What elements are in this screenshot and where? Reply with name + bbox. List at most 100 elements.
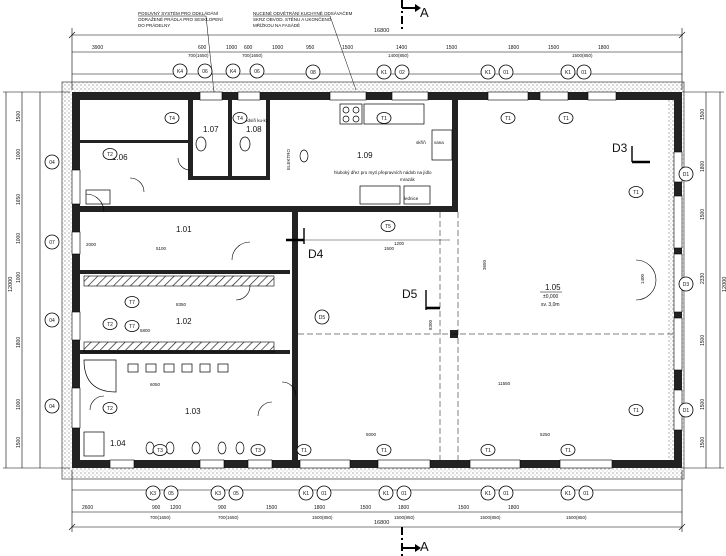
marker-box: T7 <box>124 296 140 308</box>
room-1-03: 1.03 <box>185 407 201 416</box>
room-1-04: 1.04 <box>110 439 126 448</box>
window-dim-bottom-1: 700(1650) <box>218 515 239 520</box>
marker-box: T1 <box>558 112 574 124</box>
dimension-bottom-4: 1500 <box>266 505 277 511</box>
dimension-overall-right: 12000 <box>682 91 726 469</box>
svg-text:T4: T4 <box>169 116 175 122</box>
svg-text:K3: K3 <box>215 491 221 497</box>
section-label-bottom: A <box>420 539 429 554</box>
svg-text:K4: K4 <box>177 69 183 75</box>
marker-circle: 01 <box>498 485 514 501</box>
svg-text:K1: K1 <box>565 70 571 76</box>
note-top-left: POSUVNÝ SYSTÉM PRO ODKLÁDÁNÍ ODRAŽENÉ PR… <box>138 10 224 93</box>
dimension-bottom-9: 1800 <box>508 505 519 511</box>
tub-label: vana <box>434 140 444 145</box>
room-1-05-height: sv. 3,0m <box>541 302 560 308</box>
svg-text:T2: T2 <box>107 406 113 412</box>
marker-box: T1 <box>480 444 496 456</box>
dimension-top-1: 600 <box>198 45 207 51</box>
marker-box: T2 <box>102 148 118 160</box>
interior-dimension-8: 3650 <box>482 259 487 270</box>
svg-text:K1: K1 <box>383 491 389 497</box>
svg-text:01: 01 <box>321 491 327 497</box>
svg-text:T1: T1 <box>565 448 571 454</box>
svg-text:D1: D1 <box>683 172 690 178</box>
interior-dimension-7: 8300 <box>428 319 433 330</box>
marker-circle: 04 <box>44 398 60 414</box>
dimension-overall-top: 16800 <box>68 28 686 90</box>
dimension-top-8: 1500 <box>446 45 457 51</box>
range-label: ELEKTRO <box>286 148 291 170</box>
fridge-label: lednice <box>404 196 419 201</box>
room-1-09: 1.09 <box>357 151 373 160</box>
svg-text:T7: T7 <box>129 324 135 330</box>
marker-circle: K3 <box>145 485 161 501</box>
svg-text:T3: T3 <box>157 448 163 454</box>
window-dim-top-1: 700(1650) <box>242 53 263 58</box>
marker-circle: K1 <box>560 64 576 80</box>
wc-icon <box>217 441 227 455</box>
svg-text:K1: K1 <box>381 70 387 76</box>
room-1-06: 1.06 <box>112 153 128 162</box>
svg-text:T7: T7 <box>129 300 135 306</box>
svg-text:01: 01 <box>581 70 587 76</box>
marker-circle: 06 <box>249 63 265 79</box>
svg-text:07: 07 <box>49 240 55 246</box>
svg-text:T2: T2 <box>107 152 113 158</box>
marker-box: T5 <box>380 220 396 232</box>
svg-text:T1: T1 <box>633 190 639 196</box>
dimension-left-0: 1500 <box>16 111 22 122</box>
svg-text:K1: K1 <box>485 70 491 76</box>
washbasin-icon <box>199 363 211 373</box>
svg-text:06: 06 <box>254 69 260 75</box>
room-1-08-sub: předsíň ku-ka <box>241 118 269 123</box>
dimension-bottom-1: 900 <box>152 505 161 511</box>
dimension-top-4: 1000 <box>272 45 283 51</box>
marker-circle: 04 <box>44 154 60 170</box>
dimension-bottom-3: 900 <box>218 505 227 511</box>
interior-dimension-5: 5250 <box>540 432 551 437</box>
marker-circle: K4 <box>225 63 241 79</box>
room-1-08: 1.08 <box>246 125 262 134</box>
marker-circle: D3 <box>678 276 694 292</box>
windows <box>71 91 683 469</box>
svg-text:02: 02 <box>399 70 405 76</box>
window-dim-bottom-5: 1500(850) <box>566 515 587 520</box>
svg-text:12000: 12000 <box>722 277 726 292</box>
door-swings <box>85 157 657 417</box>
marker-circle: K1 <box>560 485 576 501</box>
svg-text:04: 04 <box>49 160 55 166</box>
window-dim-bottom-0: 700(1650) <box>150 515 171 520</box>
room-labels: 1.06 1.07 1.08 předsíň ku-ka 1.09 1.01 1… <box>110 118 562 448</box>
dimension-top-7: 1400 <box>396 45 407 51</box>
marker-circle: K1 <box>298 485 314 501</box>
svg-text:T3: T3 <box>255 448 261 454</box>
window-dim-bottom-4: 1500(850) <box>480 515 501 520</box>
marker-circle: K1 <box>480 64 496 80</box>
marker-circle: K1 <box>480 485 496 501</box>
marker-circle: 04 <box>44 312 60 328</box>
dimension-right-3: 2330 <box>700 273 706 284</box>
svg-text:T4: T4 <box>237 116 243 122</box>
window-dim-bottom-2: 1500(850) <box>312 515 333 520</box>
marker-box: T1 <box>500 112 516 124</box>
dimension-right-4: 1500 <box>700 335 706 346</box>
room-1-01: 1.01 <box>176 225 192 234</box>
window-dim-top-3: 1500(850) <box>572 53 593 58</box>
dimension-top-11: 1800 <box>598 45 609 51</box>
svg-text:K1: K1 <box>565 491 571 497</box>
dimension-top-6: 1500 <box>342 45 353 51</box>
svg-text:T2: T2 <box>107 322 113 328</box>
marker-box: T1 <box>376 444 392 456</box>
door-tag-d4: D4 <box>308 247 324 261</box>
hatched-benches <box>78 206 275 353</box>
svg-text:T1: T1 <box>381 116 387 122</box>
svg-text:16800: 16800 <box>374 520 389 526</box>
marker-circle: 01 <box>576 64 592 80</box>
dimension-overall-left: 12000 <box>3 91 70 469</box>
marker-box: T1 <box>628 186 644 198</box>
